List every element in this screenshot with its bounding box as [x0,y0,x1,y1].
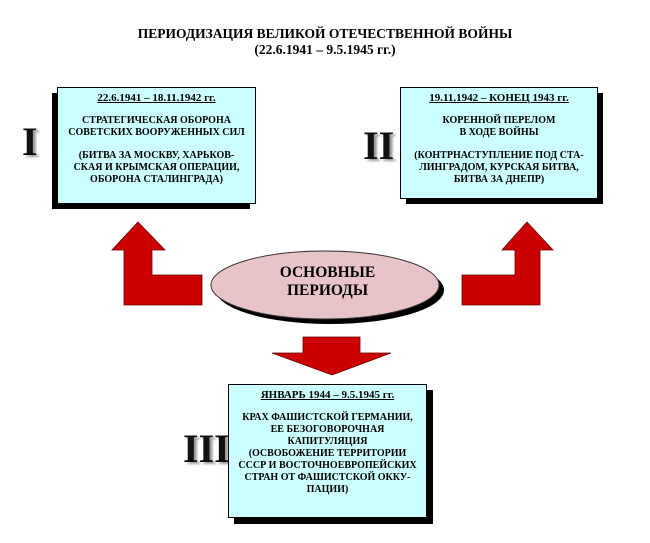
period-1-details: СКАЯ И КРЫМСКАЯ ОПЕРАЦИИ, [73,162,240,173]
period-3-main: КРАХ ФАШИСТСКОЙ ГЕРМАНИИ, [242,412,413,423]
center-oval [210,250,440,320]
period-3-details: ПАЦИИ) [306,484,349,495]
period-3-box: ЯНВАРЬ 1944 – 9.5.1945 гг. КРАХ ФАШИСТСК… [228,384,427,518]
period-1-box: 22.6.1941 – 18.11.1942 гг. СТРАТЕГИЧЕСКА… [57,87,256,204]
period-2-main: В ХОДЕ ВОЙНЫ [459,127,539,138]
period-1-main: СТРАТЕГИЧЕСКАЯ ОБОРОНА [82,115,231,126]
period-2-box: 19.11.1942 – КОНЕЦ 1943 гг. КОРЕННОЙ ПЕР… [400,87,598,199]
arrow-to-period-2 [461,221,554,306]
period-1-main: СОВЕТСКИХ ВООРУЖЕННЫХ СИЛ [68,127,245,138]
numeral-1: I [22,119,38,164]
period-1-details: (БИТВА ЗА МОСКВУ, ХАРЬКОВ- [78,150,235,161]
period-3-main: КАПИТУЛЯЦИЯ [287,436,368,447]
period-3-details: СССР И ВОСТОЧНОЕВРОПЕЙСКИХ [238,460,417,471]
arrow-to-period-1 [111,221,203,306]
period-3-date: ЯНВАРЬ 1944 – 9.5.1945 гг. [260,389,395,401]
period-3-details: СТРАН ОТ ФАШИСТСКОЙ ОККУ- [244,472,411,483]
period-2-details: БИТВА ЗА ДНЕПР) [453,174,545,185]
period-1-details: ОБОРОНА СТАЛИНГРАДА) [90,174,223,185]
center-line-2: ПЕРИОДЫ [286,282,369,299]
numeral-2: II [363,123,395,168]
period-1-date: 22.6.1941 – 18.11.1942 гг. [97,92,216,104]
period-3-main: ЕЕ БЕЗОГОВОРОЧНАЯ [270,424,385,435]
center-label: ОСНОВНЫЕ ПЕРИОДЫ [255,264,400,300]
period-3-details: (ОСВОБОЖЕНИЕ ТЕРРИТОРИИ [248,448,407,459]
period-2-date: 19.11.1942 – КОНЕЦ 1943 гг. [429,92,569,104]
period-2-details: ЛИНГРАДОМ, КУРСКАЯ БИТВА, [419,162,579,173]
arrow-to-period-3 [271,336,392,376]
period-2-main: КОРЕННОЙ ПЕРЕЛОМ [442,115,556,126]
numeral-3: III [183,426,230,471]
center-line-1: ОСНОВНЫЕ [279,264,376,281]
title-line-1: ПЕРИОДИЗАЦИЯ ВЕЛИКОЙ ОТЕЧЕСТВЕННОЙ ВОЙНЫ [137,26,513,41]
title-line-2: (22.6.1941 – 9.5.1945 гг.) [254,42,396,57]
period-2-details: (КОНТРНАСТУПЛЕНИЕ ПОД СТА- [414,150,584,161]
